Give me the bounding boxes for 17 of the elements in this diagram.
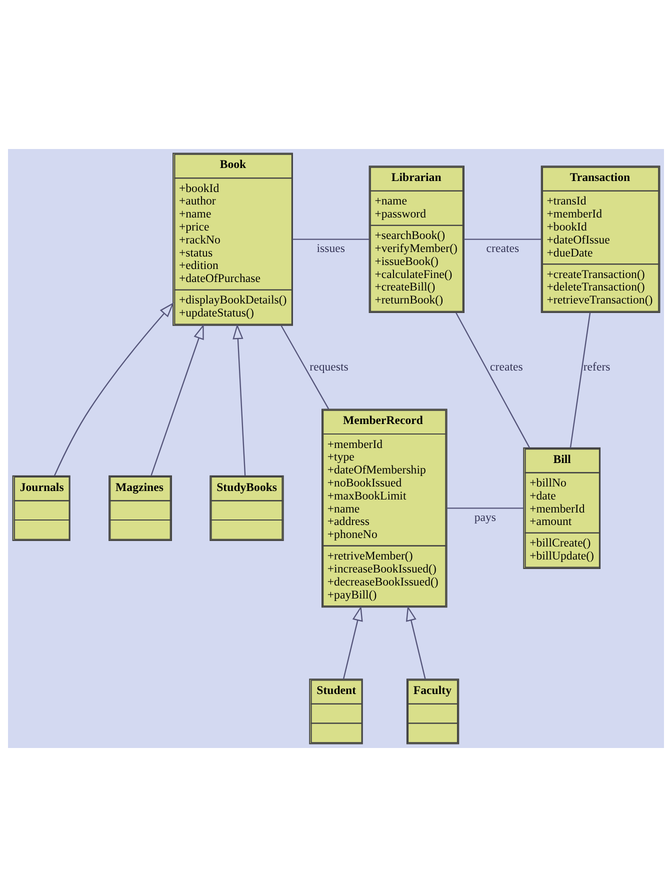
arrow (342, 605, 363, 679)
edge-label: issues (316, 240, 346, 255)
connector (456, 312, 530, 448)
edge-label: requests (310, 358, 348, 373)
arrow (150, 323, 204, 476)
arrow (406, 605, 426, 679)
edge-label: refers (583, 358, 610, 373)
edge-label: creates (486, 240, 520, 255)
connector (570, 312, 591, 448)
edge-label: creates (490, 358, 523, 373)
connector (292, 238, 370, 240)
edge-label: pays (474, 509, 496, 524)
connector (446, 507, 524, 508)
connector (464, 238, 542, 240)
arrow (54, 302, 174, 476)
arrow (232, 323, 246, 475)
connector (280, 324, 330, 409)
